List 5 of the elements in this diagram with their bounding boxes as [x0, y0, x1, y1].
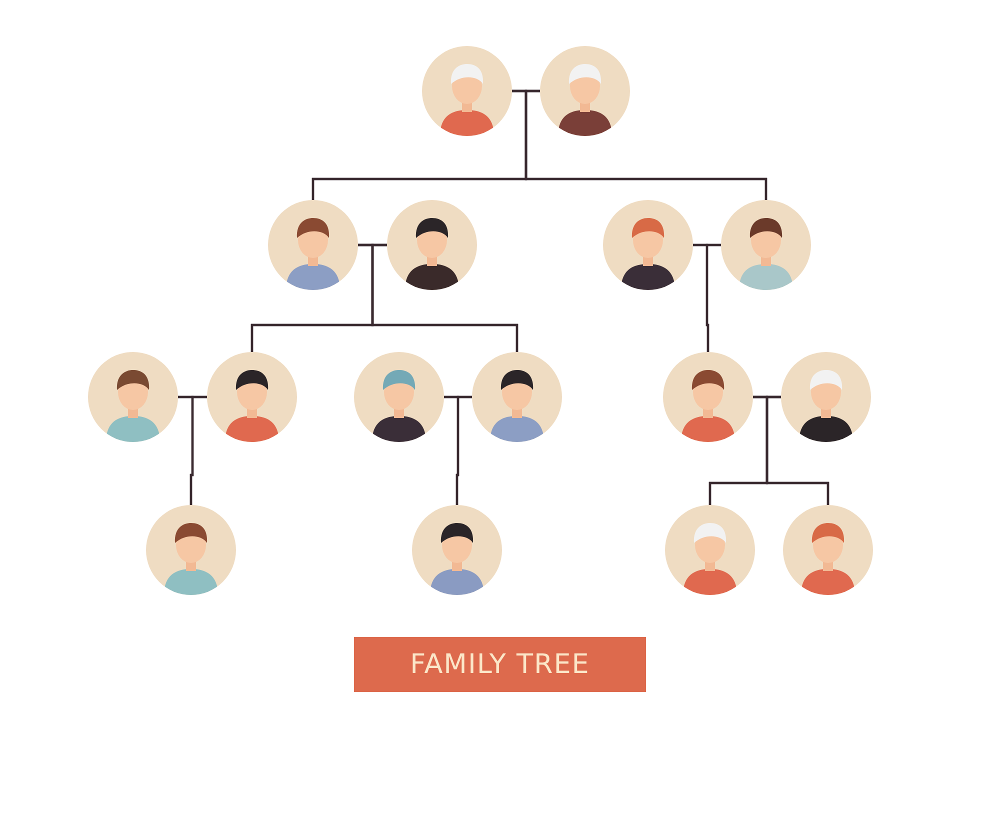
connector-line [190, 396, 207, 505]
connector-line [456, 396, 472, 505]
title-banner: FAMILY TREE [354, 637, 646, 692]
connector-line [766, 396, 830, 505]
connector-line [706, 244, 721, 352]
